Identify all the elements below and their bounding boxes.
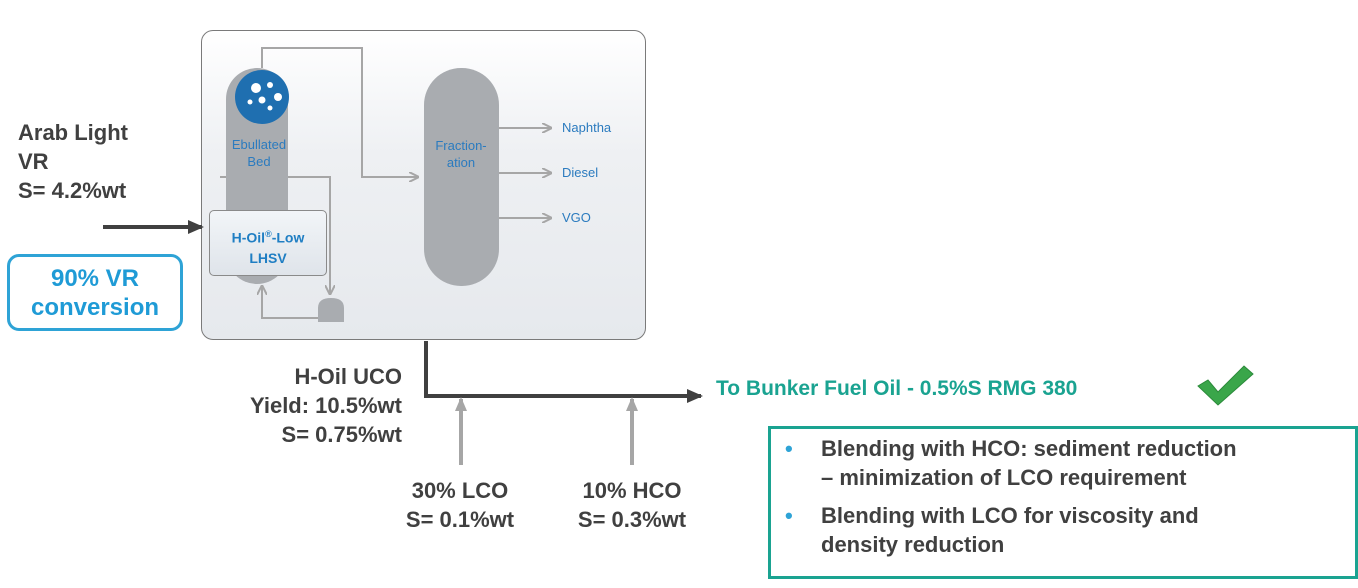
notes-box: • Blending with HCO: sediment reduction …: [768, 426, 1358, 579]
note-item: • Blending with HCO: sediment reduction …: [785, 434, 1345, 492]
reactor-label-2: Bed: [247, 154, 270, 169]
note-bullet: •: [785, 436, 793, 461]
hco-label: 10% HCO S= 0.3%wt: [563, 476, 701, 534]
feed-label: Arab Light VR S= 4.2%wt: [18, 118, 128, 205]
side-draw-line: [288, 176, 330, 294]
hoil-process-name: H-Oil®-Low: [231, 229, 305, 246]
uco-name: H-Oil UCO: [294, 364, 402, 389]
product-diesel: Diesel: [562, 165, 598, 180]
note-line: Blending with HCO: sediment reduction: [821, 436, 1237, 461]
lco-share: 30% LCO: [411, 478, 509, 503]
lco-label: 30% LCO S= 0.1%wt: [392, 476, 528, 534]
note-line: Blending with LCO for viscosity and: [821, 503, 1199, 528]
overhead-line: [261, 47, 418, 177]
feed-sulfur: S= 4.2%wt: [18, 178, 127, 203]
note-line: – minimization of LCO requirement: [821, 465, 1187, 490]
hoil-process-box: H-Oil®-Low LHSV: [209, 210, 327, 276]
feed-name: Arab Light: [18, 120, 128, 145]
pump-icon: [318, 298, 344, 322]
fractionator-vessel: [424, 68, 499, 286]
uco-sulfur: S= 0.75%wt: [281, 422, 402, 447]
reactor-label-1: Ebullated: [232, 137, 286, 152]
uco-product-line: [424, 341, 703, 403]
bunker-product-label: To Bunker Fuel Oil - 0.5%S RMG 380: [716, 377, 1078, 400]
uco-yield: Yield: 10.5%wt: [249, 393, 402, 418]
check-mark-icon: [1197, 365, 1254, 406]
uco-label: H-Oil UCO Yield: 10.5%wt S= 0.75%wt: [200, 362, 402, 449]
conversion-value: 90% VR: [50, 265, 140, 292]
feed-type: VR: [18, 149, 49, 174]
hco-share: 10% HCO: [582, 478, 682, 503]
hco-sulfur: S= 0.3%wt: [577, 507, 687, 532]
conversion-label: conversion: [30, 294, 160, 321]
hoil-process-mode: LHSV: [249, 249, 287, 266]
recycle-line: [262, 286, 318, 319]
note-bullet: •: [785, 503, 793, 528]
note-item: • Blending with LCO for viscosity and de…: [785, 501, 1345, 559]
note-line: density reduction: [821, 532, 1005, 557]
product-vgo: VGO: [562, 210, 591, 225]
fractionator-label-1: Fraction-: [435, 138, 486, 153]
lco-sulfur: S= 0.1%wt: [405, 507, 515, 532]
product-naphtha: Naphtha: [562, 120, 612, 135]
conversion-box: 90% VR conversion: [7, 254, 183, 331]
fractionator-label-2: ation: [447, 155, 475, 170]
